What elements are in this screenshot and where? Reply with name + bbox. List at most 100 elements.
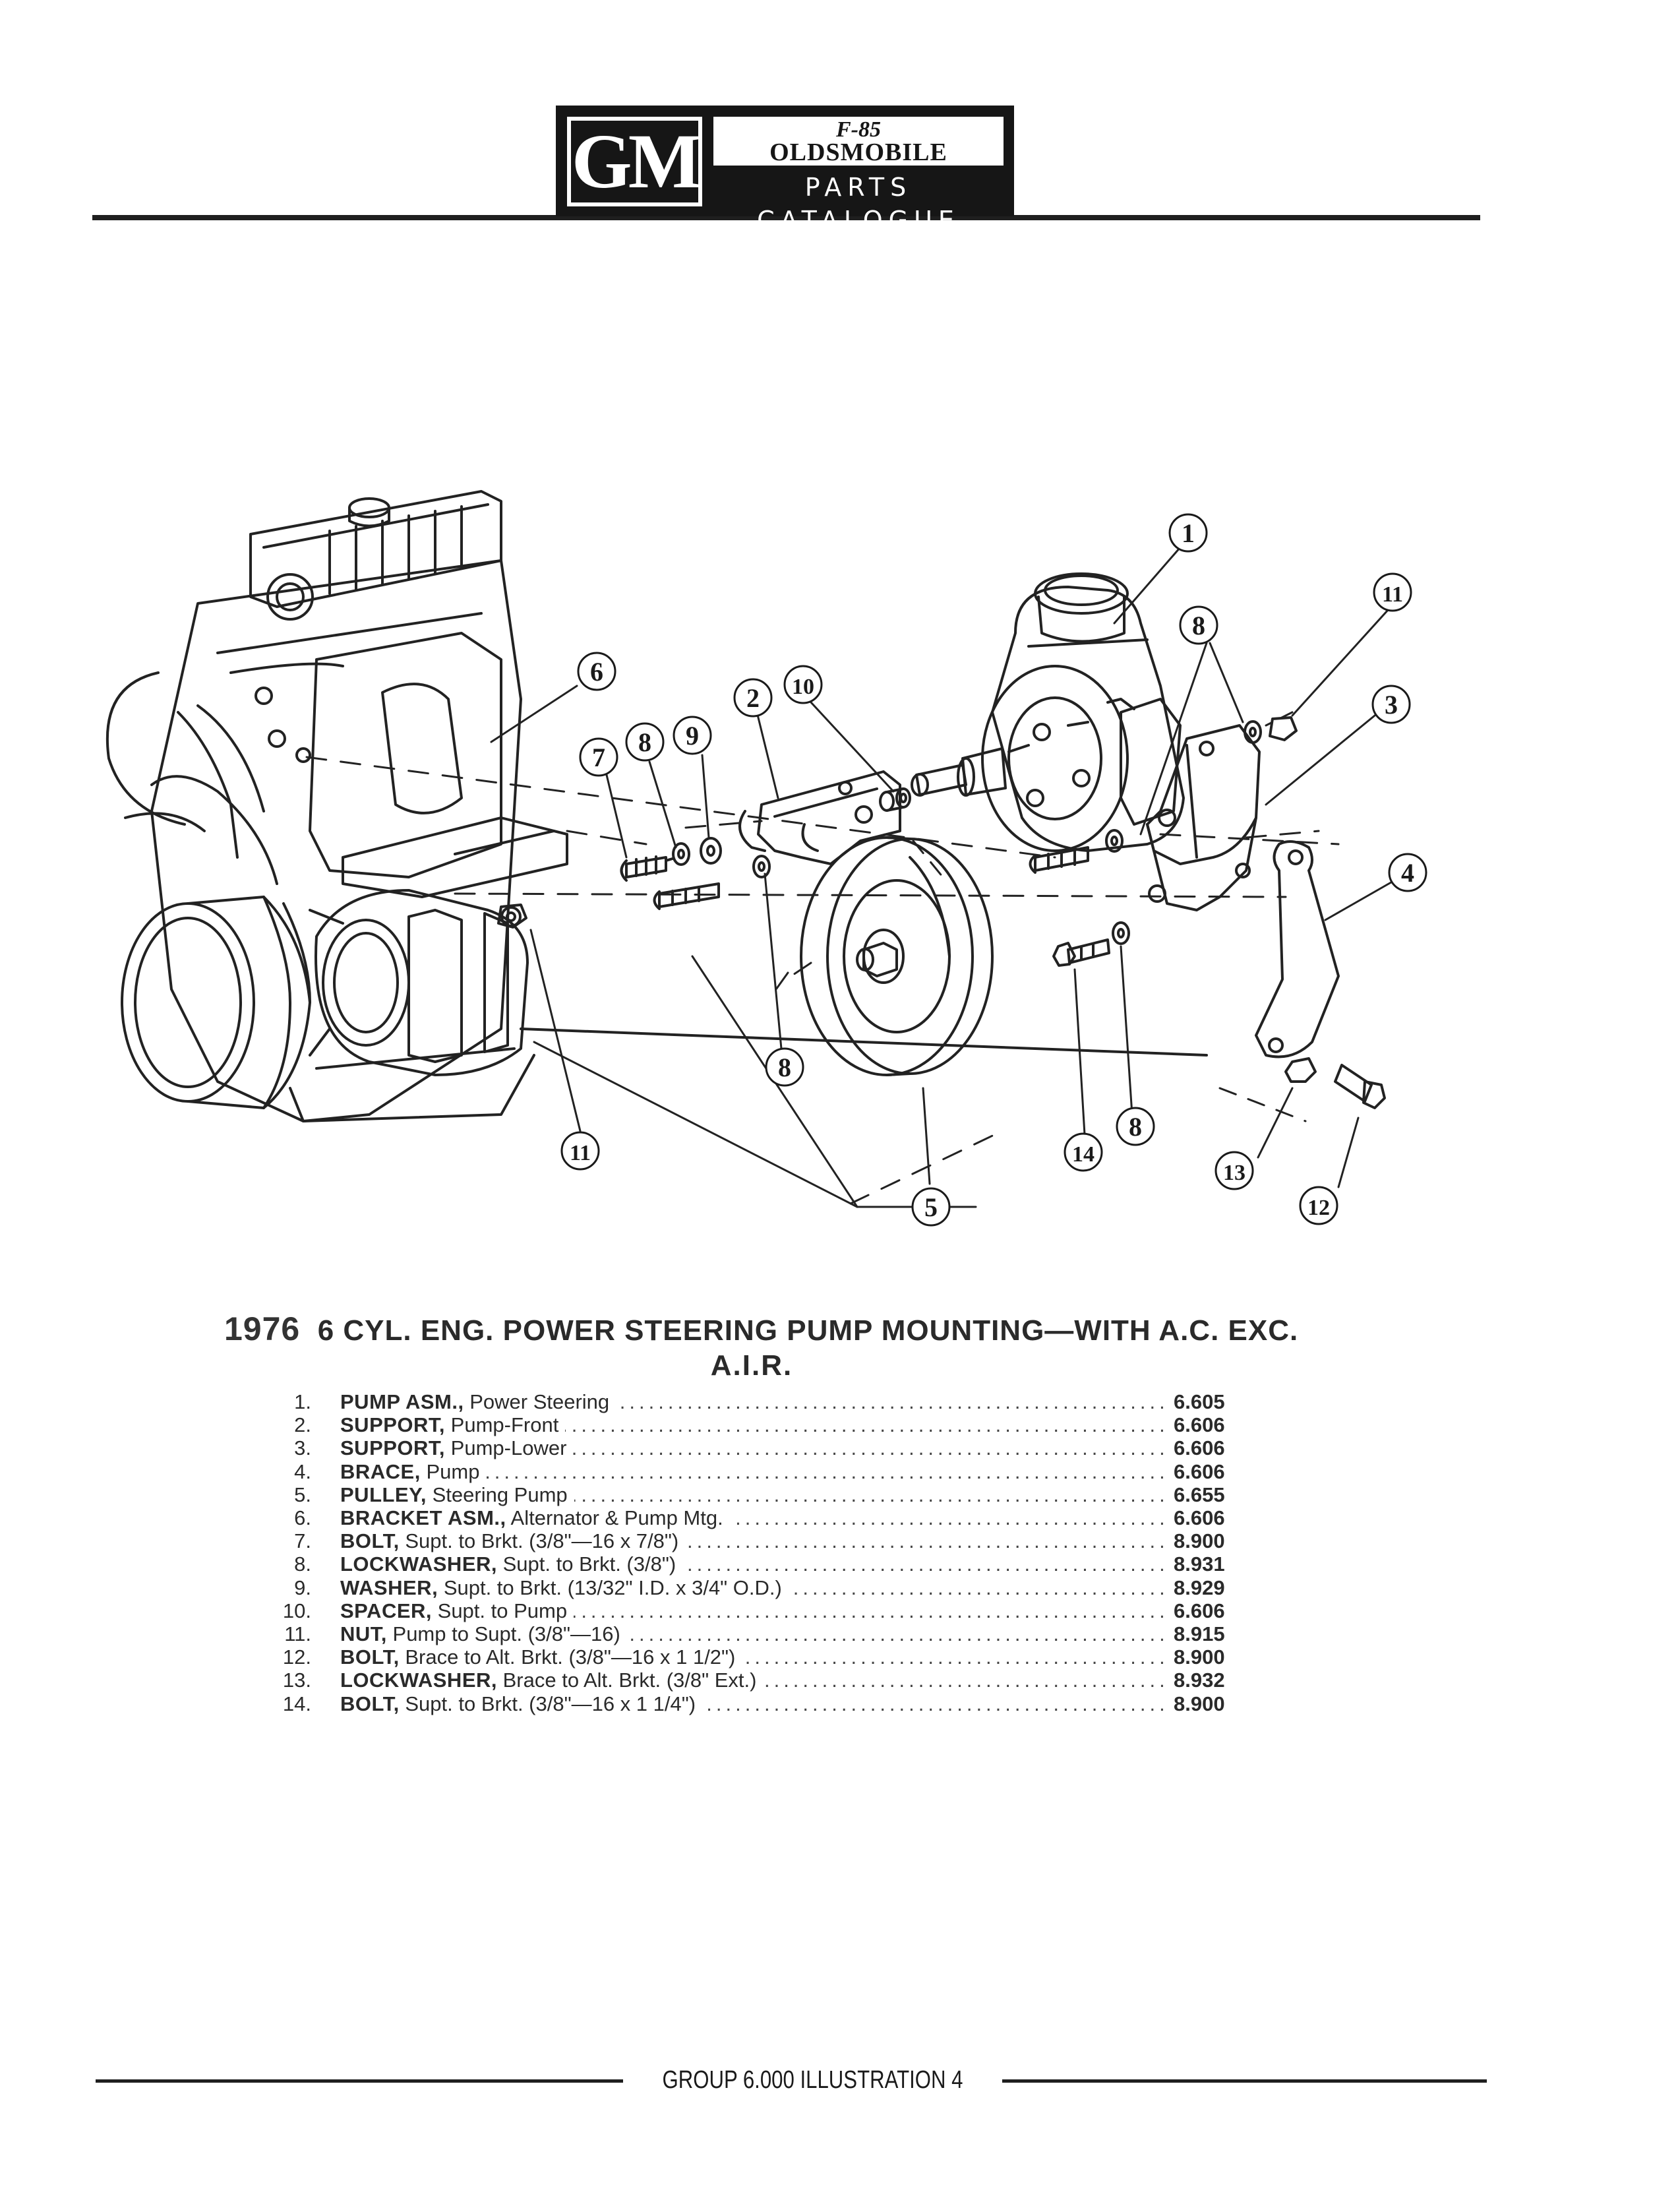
part-text: LOCKWASHER, Supt. to Brkt. (3/8") bbox=[340, 1552, 683, 1576]
part-description: ........................................… bbox=[340, 1506, 1253, 1529]
part-name: BOLT, bbox=[340, 1529, 400, 1553]
part-group-number: 6.606 bbox=[1167, 1599, 1253, 1622]
part-desc: Supt. to Brkt. (3/8"—16 x 1 1/4") bbox=[405, 1692, 696, 1715]
part-number: 5. bbox=[294, 1483, 311, 1506]
callout-11-a: 11 bbox=[1373, 572, 1412, 612]
part-text: WASHER, Supt. to Brkt. (13/32" I.D. x 3/… bbox=[340, 1576, 789, 1599]
part-desc: Brace to Alt. Brkt. (3/8"—16 x 1 1/2") bbox=[405, 1645, 736, 1669]
parts-list-row: 1.......................................… bbox=[251, 1390, 1253, 1413]
lower-support-drawing bbox=[1029, 716, 1298, 911]
part-text: BOLT, Brace to Alt. Brkt. (3/8"—16 x 1 1… bbox=[340, 1645, 742, 1669]
part-name: LOCKWASHER, bbox=[340, 1552, 497, 1576]
callout-6: 6 bbox=[577, 652, 616, 691]
part-text: SUPPORT, Pump-Lower bbox=[340, 1436, 574, 1460]
part-desc: Pump-Front bbox=[450, 1413, 559, 1437]
part-group-number: 8.931 bbox=[1167, 1552, 1253, 1576]
callout-13: 13 bbox=[1215, 1151, 1254, 1190]
header-rule bbox=[92, 215, 1480, 220]
part-description: ........................................… bbox=[340, 1413, 1253, 1437]
footer-rule-right bbox=[1002, 2079, 1487, 2083]
part-group-number: 6.605 bbox=[1167, 1390, 1253, 1413]
part-description: ........................................… bbox=[340, 1436, 1253, 1460]
part-text: BRACE, Pump bbox=[340, 1459, 487, 1483]
parts-list-row: 5.......................................… bbox=[251, 1483, 1253, 1506]
parts-list-row: 10......................................… bbox=[251, 1599, 1253, 1622]
part-name: BOLT, bbox=[340, 1692, 400, 1715]
part-name: BRACKET ASM., bbox=[340, 1506, 506, 1529]
part-description: ........................................… bbox=[340, 1390, 1253, 1413]
part-number: 6. bbox=[294, 1506, 311, 1529]
engine-block-drawing bbox=[105, 490, 1208, 1122]
part-group-number: 6.606 bbox=[1167, 1413, 1253, 1437]
part-desc: Steering Pump bbox=[432, 1483, 568, 1506]
part-group-number: 8.932 bbox=[1167, 1669, 1253, 1692]
parts-list-row: 12......................................… bbox=[251, 1645, 1253, 1669]
callout-number: 3 bbox=[1385, 690, 1398, 720]
f85-mark: F-85 bbox=[836, 117, 881, 142]
bolts-left-group bbox=[497, 787, 911, 929]
exploded-view-illustration: 1 2 3 4 5 6 7 8 bbox=[105, 490, 1427, 1227]
catalogue-logo: GM F-85 OLDSMOBILE PARTS CATALOGUE bbox=[556, 106, 1014, 235]
part-name: BOLT, bbox=[340, 1645, 400, 1669]
part-desc: Pump-Lower bbox=[450, 1436, 567, 1460]
parts-list-row: 4.......................................… bbox=[251, 1459, 1253, 1483]
bolts-lower-right bbox=[1284, 1057, 1386, 1109]
callout-number: 5 bbox=[924, 1192, 938, 1222]
part-number: 9. bbox=[294, 1576, 311, 1599]
callout-1: 1 bbox=[1168, 513, 1208, 553]
callout-number: 11 bbox=[570, 1141, 591, 1165]
footer-label: GROUP 6.000 ILLUSTRATION 4 bbox=[662, 2066, 963, 2094]
part-description: ........................................… bbox=[340, 1669, 1253, 1692]
parts-list-row: 6.......................................… bbox=[251, 1506, 1253, 1529]
illustration-title-line2: A.I.R. bbox=[710, 1349, 793, 1382]
part-text: SPACER, Supt. to Pump bbox=[340, 1599, 574, 1622]
callout-number: 9 bbox=[686, 721, 699, 751]
part-number: 12. bbox=[282, 1645, 311, 1669]
part-desc: Supt. to Brkt. (13/32" I.D. x 3/4" O.D.) bbox=[443, 1576, 782, 1599]
callout-number: 13 bbox=[1223, 1161, 1245, 1185]
brand-name: OLDSMOBILE bbox=[769, 138, 947, 166]
parts-list-row: 14......................................… bbox=[251, 1692, 1253, 1715]
callout-number: 8 bbox=[638, 727, 651, 757]
callout-7: 7 bbox=[579, 737, 618, 777]
callout-number: 8 bbox=[1192, 611, 1205, 640]
parts-list-row: 13......................................… bbox=[251, 1669, 1253, 1692]
callout-number: 4 bbox=[1401, 858, 1414, 888]
part-text: LOCKWASHER, Brace to Alt. Brkt. (3/8" Ex… bbox=[340, 1669, 764, 1692]
brand-panel: F-85 OLDSMOBILE bbox=[713, 117, 1004, 166]
part-number: 11. bbox=[284, 1622, 311, 1645]
callout-4: 4 bbox=[1388, 853, 1427, 892]
callout-number: 14 bbox=[1072, 1142, 1095, 1167]
part-desc: Supt. to Brkt. (3/8") bbox=[502, 1552, 676, 1576]
callout-number: 2 bbox=[746, 683, 760, 713]
callout-number: 1 bbox=[1182, 518, 1195, 548]
part-description: ........................................… bbox=[340, 1645, 1253, 1669]
callout-number: 11 bbox=[1382, 582, 1403, 607]
callout-number: 12 bbox=[1307, 1196, 1330, 1220]
part-number: 2. bbox=[294, 1413, 311, 1437]
part-name: LOCKWASHER, bbox=[340, 1669, 497, 1692]
part-text: BOLT, Supt. to Brkt. (3/8"—16 x 7/8") bbox=[340, 1529, 686, 1553]
part-number: 1. bbox=[294, 1390, 311, 1413]
part-description: ........................................… bbox=[340, 1483, 1253, 1506]
part-name: SUPPORT, bbox=[340, 1436, 446, 1460]
part-text: PULLEY, Steering Pump bbox=[340, 1483, 574, 1506]
callout-8-d: 8 bbox=[1116, 1107, 1155, 1146]
footer-rule-left bbox=[96, 2079, 623, 2083]
callout-number: 7 bbox=[592, 743, 605, 772]
callout-8-a: 8 bbox=[625, 722, 665, 762]
pump-assembly-drawing bbox=[911, 572, 1185, 852]
callout-number: 8 bbox=[778, 1053, 791, 1082]
part-text: BRACKET ASM., Alternator & Pump Mtg. bbox=[340, 1506, 730, 1529]
callout-leaders bbox=[490, 546, 1396, 1188]
part-desc: Power Steering bbox=[469, 1390, 610, 1413]
part-number: 8. bbox=[294, 1552, 311, 1576]
leader-dots: ........................................… bbox=[340, 1459, 1253, 1483]
part-number: 3. bbox=[294, 1436, 311, 1460]
part-text: SUPPORT, Pump-Front bbox=[340, 1413, 566, 1437]
callout-3: 3 bbox=[1371, 685, 1411, 724]
callout-5: 5 bbox=[911, 1187, 951, 1227]
callout-9: 9 bbox=[673, 716, 712, 755]
part-group-number: 6.655 bbox=[1167, 1483, 1253, 1506]
part-description: ........................................… bbox=[340, 1599, 1253, 1622]
